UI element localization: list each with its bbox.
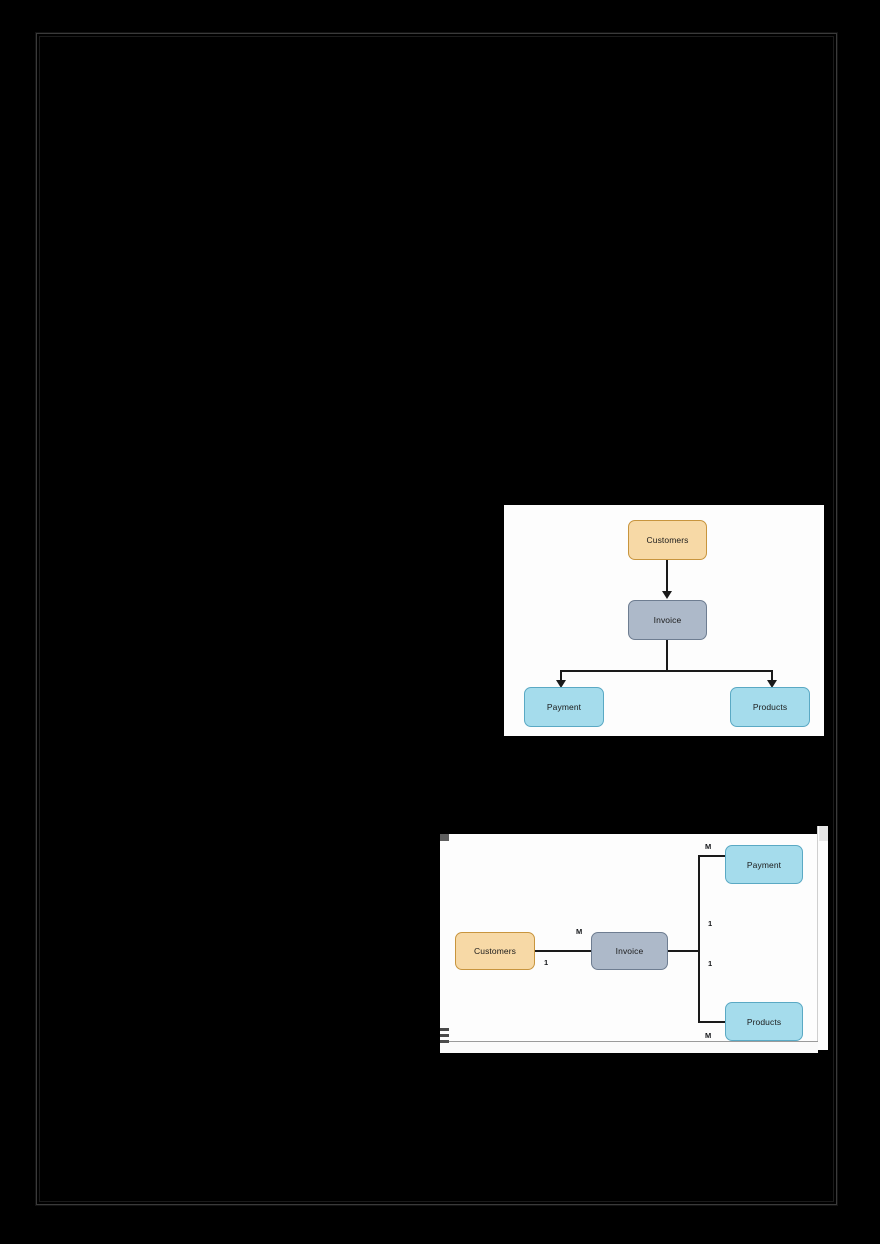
node-invoice[interactable]: Invoice bbox=[628, 600, 707, 640]
arrowhead-invoice bbox=[662, 591, 672, 599]
node-label: Payment bbox=[546, 702, 582, 712]
edge-bus-horizontal bbox=[560, 670, 773, 672]
edge-bus-vertical bbox=[698, 855, 700, 1023]
edge-customers-invoice bbox=[535, 950, 591, 952]
node-customers[interactable]: Customers bbox=[455, 932, 535, 970]
node-products[interactable]: Products bbox=[725, 1002, 803, 1041]
node-label: Invoice bbox=[615, 946, 644, 956]
edge-invoice-bus bbox=[668, 950, 699, 952]
figure2-horizontal-scrollbar[interactable] bbox=[440, 1041, 818, 1053]
node-label: Invoice bbox=[653, 615, 682, 625]
arrowhead-payment bbox=[556, 680, 566, 688]
arrowhead-products bbox=[767, 680, 777, 688]
cardinality-payment-branch: 1 bbox=[708, 919, 713, 928]
figure2-vertical-scrollbar[interactable] bbox=[817, 826, 828, 1050]
node-label: Customers bbox=[646, 535, 689, 545]
figure-er-cardinality-diagram: Customers 1 M Invoice M 1 Payment 1 M Pr… bbox=[440, 834, 818, 1047]
edge-customers-invoice bbox=[666, 560, 668, 592]
node-products[interactable]: Products bbox=[730, 687, 810, 727]
node-label: Products bbox=[746, 1016, 782, 1027]
node-label: Payment bbox=[746, 859, 782, 870]
edge-invoice-bus bbox=[666, 640, 668, 671]
node-payment[interactable]: Payment bbox=[725, 845, 803, 884]
figure2-left-edge-marks bbox=[440, 1028, 449, 1050]
cardinality-products-branch: 1 bbox=[708, 959, 713, 968]
cardinality-customers-side: 1 bbox=[544, 958, 549, 967]
node-label: Products bbox=[752, 702, 788, 712]
node-payment[interactable]: Payment bbox=[524, 687, 604, 727]
edge-bus-payment bbox=[560, 670, 562, 682]
node-label: Customers bbox=[474, 946, 516, 956]
figure-hierarchy-diagram: Customers Invoice Payment Products bbox=[504, 505, 824, 736]
edge-bus-products bbox=[771, 670, 773, 682]
cardinality-invoice-side: M bbox=[576, 927, 583, 936]
node-customers[interactable]: Customers bbox=[628, 520, 707, 560]
cardinality-products-side: M bbox=[705, 1031, 712, 1040]
cardinality-payment-side: M bbox=[705, 842, 712, 851]
figure2-corner-marker bbox=[440, 834, 449, 841]
edge-bus-products bbox=[698, 1021, 726, 1023]
node-invoice[interactable]: Invoice bbox=[591, 932, 668, 970]
edge-bus-payment bbox=[698, 855, 726, 857]
